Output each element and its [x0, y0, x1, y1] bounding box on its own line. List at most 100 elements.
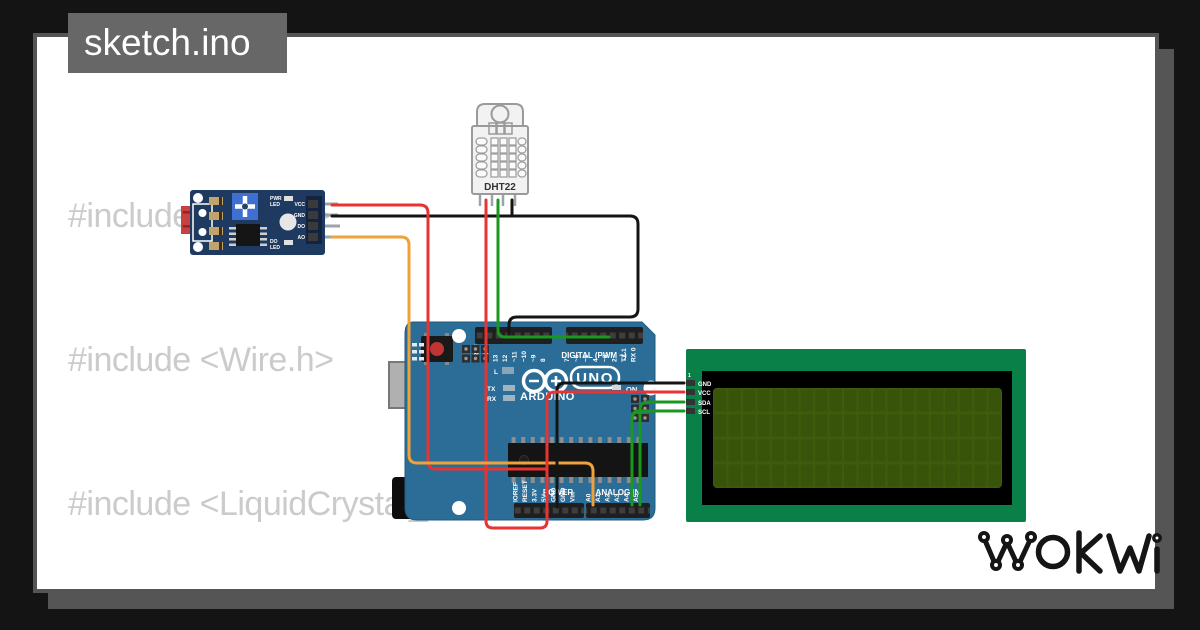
pin-label: ~10	[521, 351, 528, 362]
pin-label: A3	[614, 493, 621, 502]
uno-on-led	[612, 385, 621, 390]
uno-mount-hole	[452, 329, 466, 343]
uno-atmega-chip	[508, 437, 648, 483]
logo-letter-k	[1076, 530, 1103, 574]
wire-ldr-ao-yellow[interactable]	[330, 235, 595, 507]
lcd-pin	[686, 408, 695, 414]
pin-label: 4	[593, 358, 600, 362]
dht22-grille	[475, 137, 527, 178]
pin-label: RESET	[522, 480, 529, 502]
dht22-crown-slot	[488, 122, 497, 135]
dht22-label: DHT22	[484, 182, 516, 193]
file-tab: sketch.ino	[68, 13, 287, 73]
arduino-infinity-logo	[521, 368, 569, 394]
uno-pads	[412, 343, 424, 361]
pin-label: ~9	[531, 354, 538, 362]
ldr-do-led-label: DO	[270, 239, 278, 245]
pin-label: 3.3V	[532, 488, 539, 502]
pin-label: 7	[564, 358, 571, 362]
lcd-pin-label: SCL	[698, 410, 710, 416]
wire-ldr-gnd-black[interactable]	[330, 214, 640, 338]
uno-analog-header-label: ANALOG IN	[596, 488, 641, 497]
pin-label: A0	[586, 493, 593, 502]
ldr-pin-label: VCC	[294, 202, 305, 208]
ldr-header-pin	[308, 211, 318, 219]
ldr-do-led-label: LED	[270, 245, 280, 251]
pin-label: ~11	[512, 351, 519, 362]
pin-label: 13	[493, 354, 500, 362]
ldr-mount-hole	[193, 193, 203, 203]
ldr-minus-label: -	[196, 244, 199, 254]
uno-led-tx	[503, 385, 515, 391]
ldr-pin-label: GND	[294, 213, 306, 219]
pin-label: 5V	[541, 493, 548, 502]
wokwi-logo	[978, 530, 1162, 574]
pin-label: Vin	[570, 492, 577, 502]
uno-mount-hole	[452, 501, 466, 515]
ldr-pwr-led	[284, 196, 293, 201]
wire-lcd-vcc-red[interactable]	[545, 390, 686, 509]
lcd-display[interactable]: 1 GND VCC SDA SCL	[686, 349, 1026, 522]
ldr-header-pin	[308, 200, 318, 208]
ldr-plus-label: +	[194, 193, 199, 203]
ldr-input-bracket	[192, 203, 213, 242]
uno-analog-header-pins	[586, 503, 650, 518]
pin-label: A2	[605, 493, 612, 502]
ldr-pwr-led-label: LED	[270, 202, 280, 208]
uno-led-rx	[503, 395, 515, 401]
uno-on-label: ON	[626, 385, 637, 394]
pin-label: TX 1	[621, 348, 628, 362]
lcd-pin	[686, 380, 695, 386]
ldr-comparator-ic	[229, 224, 267, 246]
pin-label: A5	[633, 493, 640, 502]
logo-letter-i-dot	[1152, 533, 1162, 543]
pin-label: GND	[560, 487, 567, 502]
ldr-input-pin	[198, 228, 207, 236]
dht22-crown-slot	[504, 122, 513, 135]
pin-label: AREF	[474, 344, 481, 362]
dht22-sensor[interactable]: DHT22	[471, 103, 529, 206]
wire-ldr-vcc-red[interactable]	[330, 203, 549, 471]
uno-power-pin-labels: IOREF RESET 3.3V 5V GND GND Vin	[513, 480, 577, 502]
wire-dht-data-green[interactable]	[496, 198, 611, 339]
pin-label: 12	[502, 354, 509, 362]
ldr-header-pin	[308, 233, 318, 241]
ldr-input-pin	[198, 209, 207, 217]
lcd-pin1-index: 1	[688, 373, 691, 379]
uno-led-tx-label: TX	[487, 386, 496, 393]
pin-label: A4	[624, 493, 631, 502]
lcd-pin	[686, 389, 695, 395]
pin-label: ~5	[583, 354, 590, 362]
ldr-cap	[279, 213, 297, 231]
ldr-module[interactable]: + - PWR L	[181, 190, 340, 255]
dht22-crown-slot	[496, 122, 505, 135]
uno-led-rx-label: RX	[487, 396, 497, 403]
lcd-pin	[686, 399, 695, 405]
wire-lcd-scl-green[interactable]	[630, 409, 686, 507]
pin-label: GND	[551, 487, 558, 502]
uno-power-header-pins	[514, 503, 584, 518]
pin-label: RX 0	[631, 347, 638, 362]
ldr-board	[190, 190, 325, 255]
logo-letter-w2	[1106, 533, 1152, 574]
uno-digital-header-label: DIGITAL (PWM ~)	[561, 351, 627, 360]
uno-analog-pin-labels: A0 A1 A2 A3 A4 A5	[586, 493, 641, 502]
pin-label: ~6	[574, 354, 581, 362]
uno-led-l	[502, 367, 514, 374]
ldr-do-led	[284, 240, 293, 245]
wire-dht-vcc-red[interactable]	[484, 198, 549, 530]
pin-label: ~3	[602, 354, 609, 362]
uno-reset-button[interactable]	[421, 333, 453, 365]
lcd-pin-label: SDA	[698, 401, 711, 407]
uno-led-l-label: L	[494, 369, 498, 376]
ldr-stripe	[183, 225, 191, 228]
ldr-stripe	[183, 211, 191, 214]
ldr-potentiometer[interactable]	[232, 193, 258, 220]
dht22-hole	[490, 104, 510, 124]
uno-model-box	[569, 365, 621, 390]
ldr-pin-label: DO	[298, 224, 306, 230]
lcd-pin-label: VCC	[698, 391, 711, 397]
pin-label: 2	[612, 358, 619, 362]
ldr-pwr-led-label: PWR	[270, 196, 282, 202]
